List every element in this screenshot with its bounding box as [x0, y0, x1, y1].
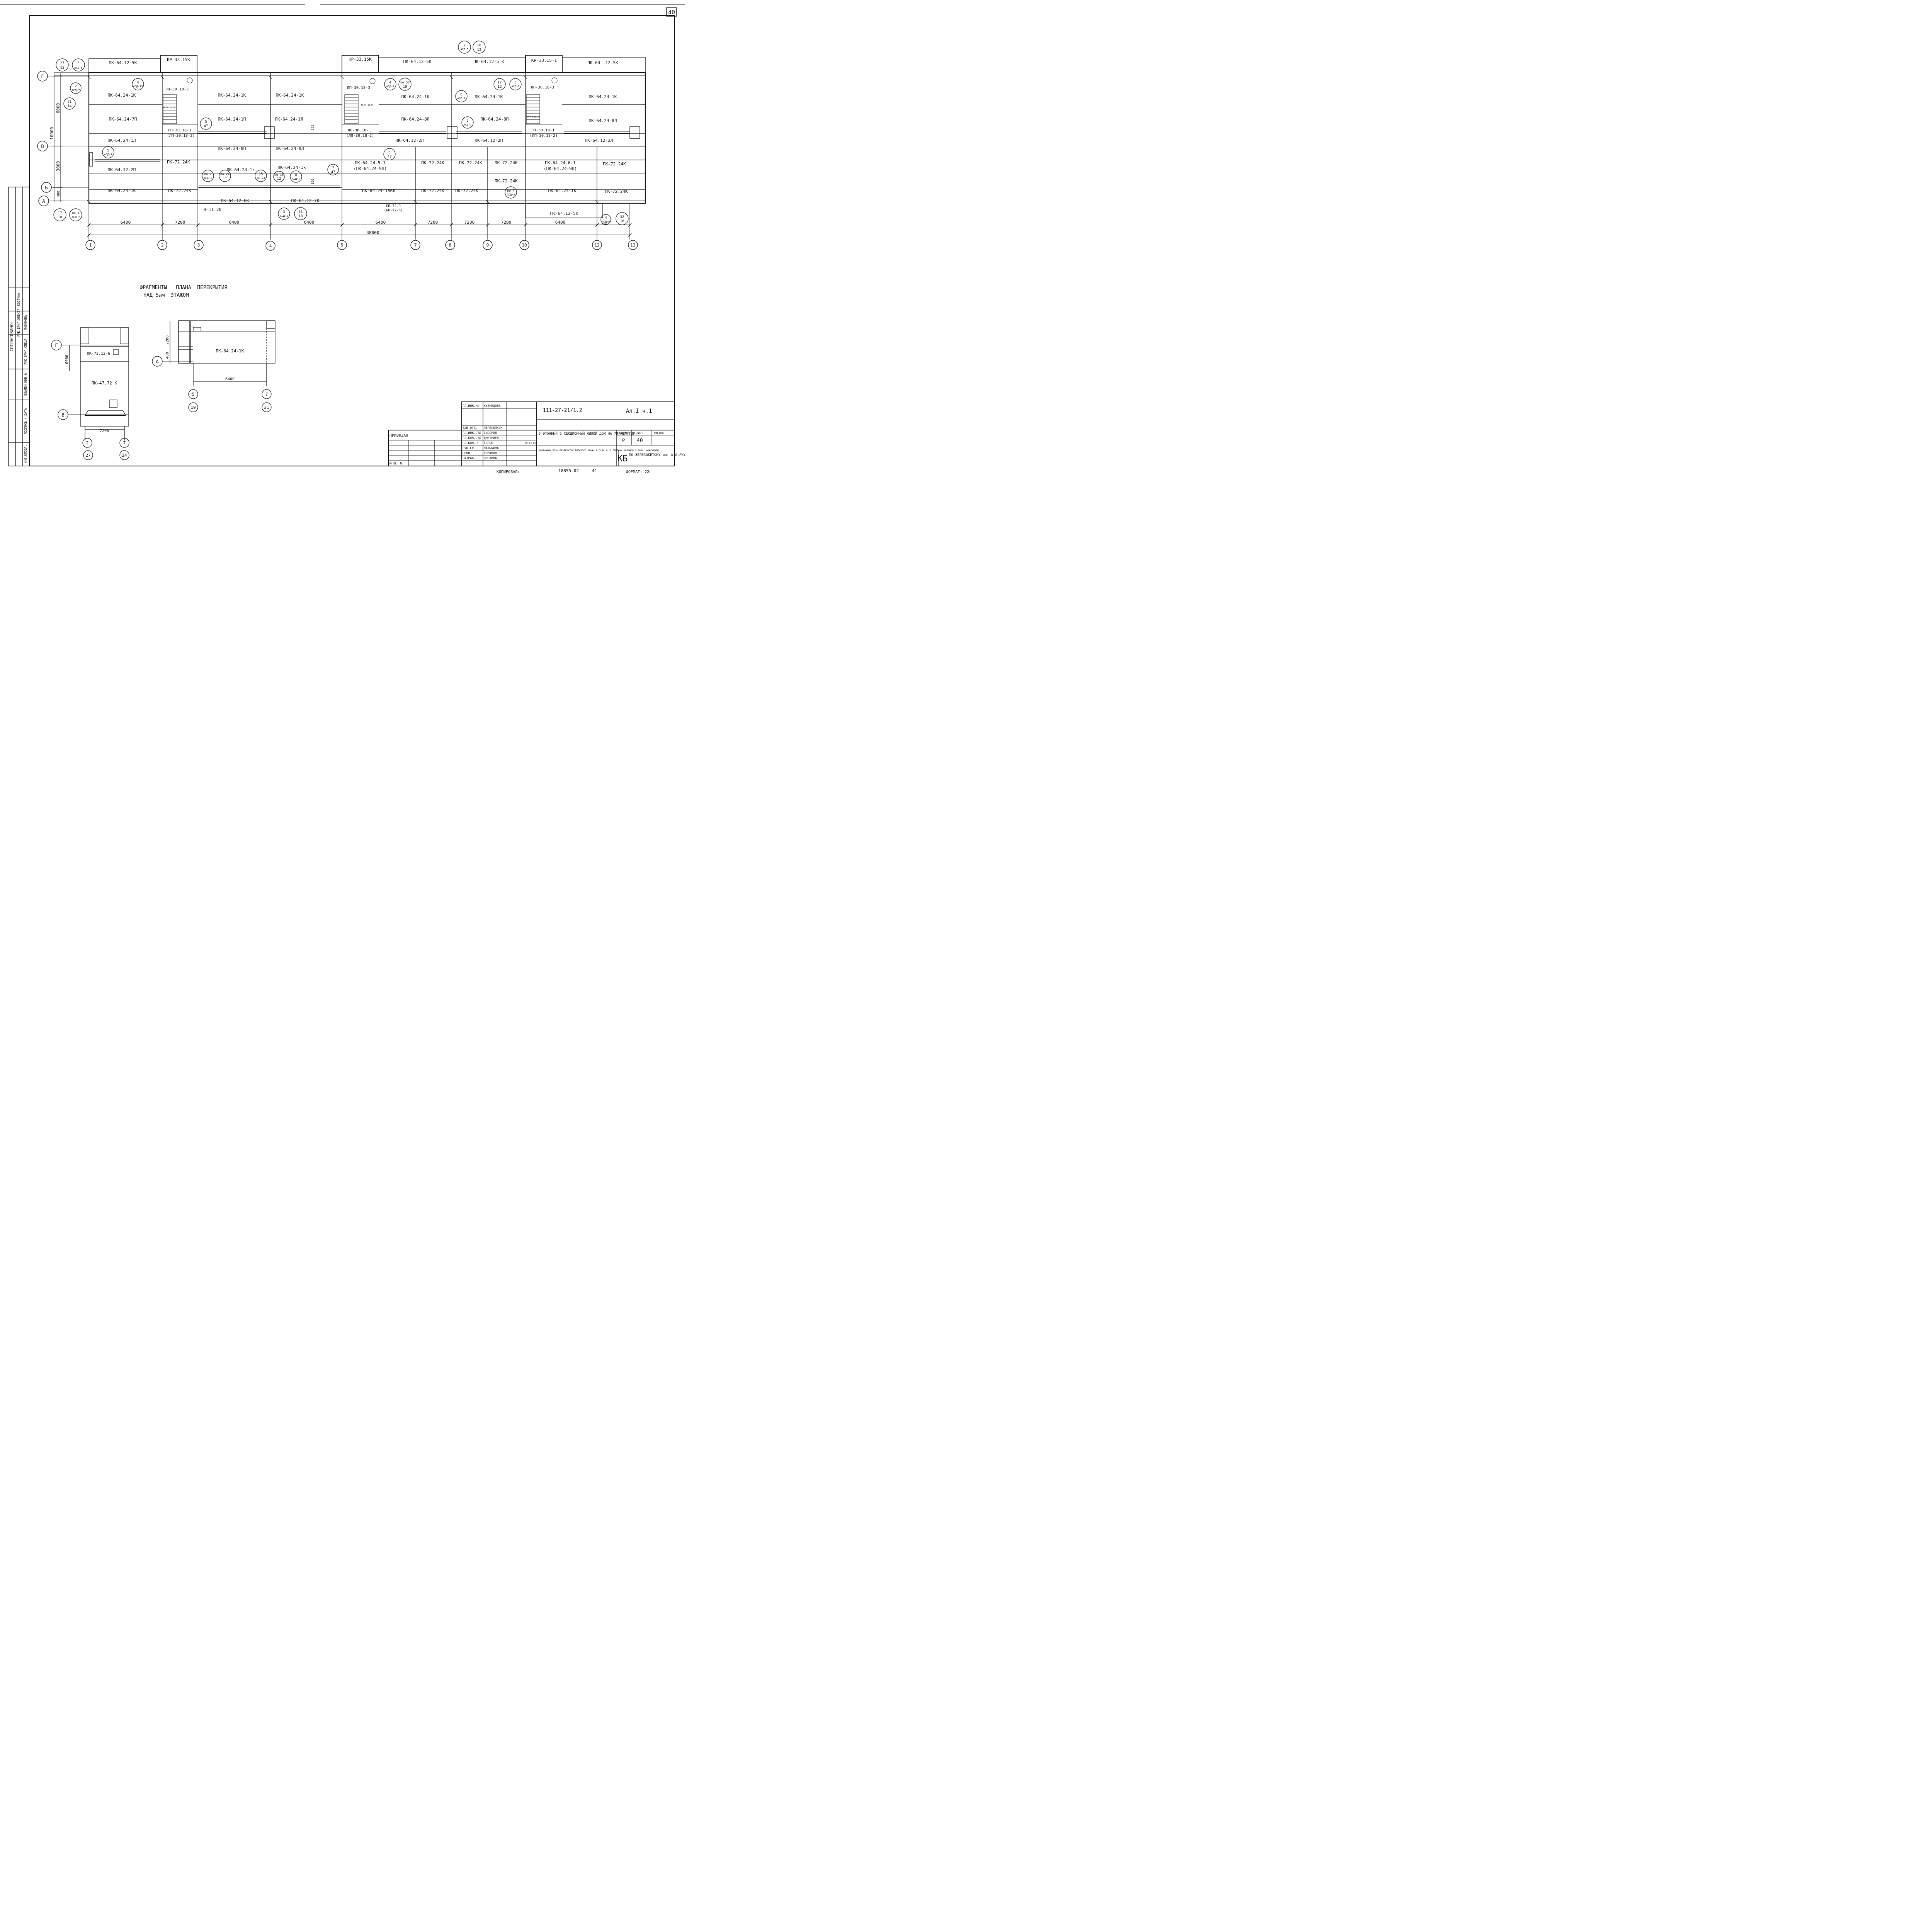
bottom-axes: [85, 240, 638, 251]
side-stamp-frame: [8, 187, 30, 466]
callout-circles: [53, 41, 629, 225]
page-number: 40: [668, 9, 675, 16]
title-block-frame: [388, 401, 675, 466]
fragment-2-drawing: [152, 320, 276, 412]
fragment-1-drawing: [51, 327, 129, 460]
left-axes: [37, 71, 89, 206]
floor-plan-drawing: 40: [0, 4, 685, 466]
bottom-dims: [87, 203, 632, 240]
main-plan: [54, 55, 646, 218]
sheet-frame: [29, 15, 675, 466]
